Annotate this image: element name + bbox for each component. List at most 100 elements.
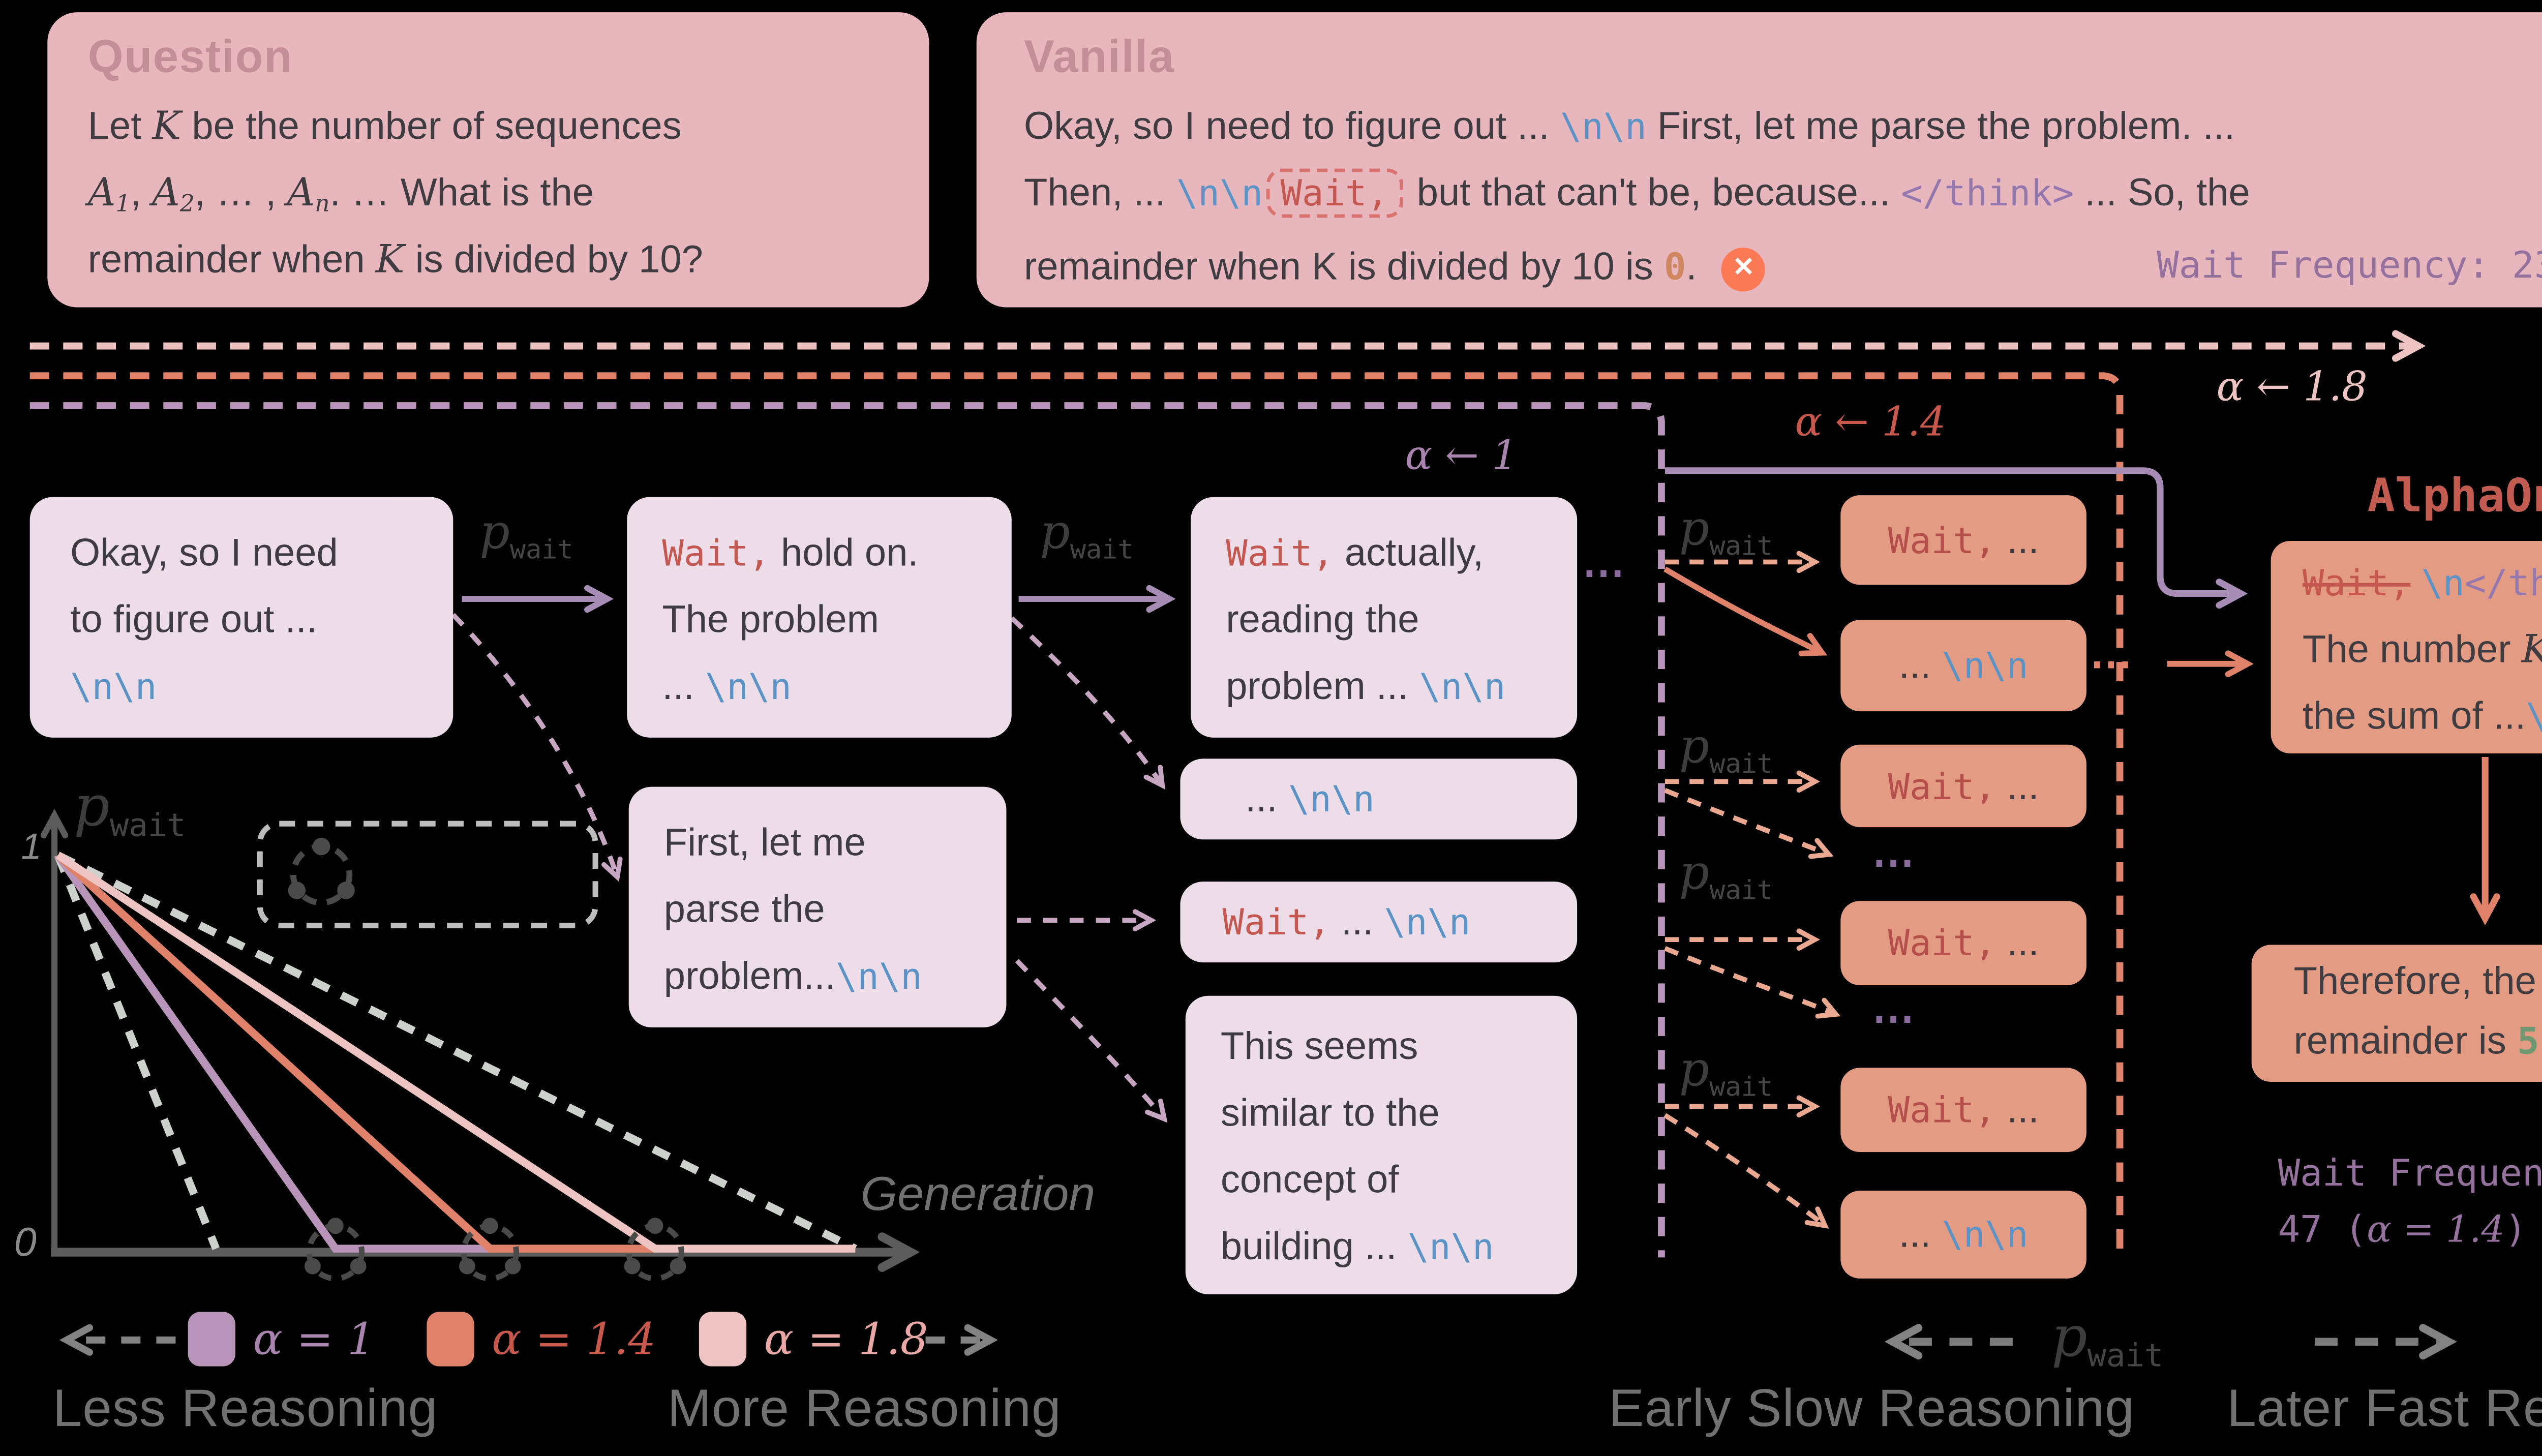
- arrow-pwait-s2-solid: [1663, 566, 1820, 651]
- arrow-box2-box5: [1010, 616, 1161, 783]
- alphaone-box-line2: The number K is: [2302, 627, 2542, 673]
- question-title: Question: [87, 29, 293, 83]
- column-arrows: [1663, 467, 2485, 1224]
- alpha-1-dashed-line: [29, 402, 1665, 1258]
- pwait-bottom-label: pwait: [2051, 1303, 2164, 1375]
- result-wait-frequency-value: 47 (α = 1.4): [2278, 1208, 2527, 1251]
- arrow-switch-alphaone: [1665, 467, 2237, 594]
- alpha-1.4-dashed-line: [29, 372, 2124, 1258]
- model-icon: [305, 1218, 367, 1282]
- flow-box-2-line2: The problem: [662, 597, 880, 641]
- flow-box-3-line1: Wait, actually,: [1226, 530, 1484, 574]
- alphaone-box-line3: the sum of ...\n\n: [2302, 693, 2542, 738]
- vanilla-title: Vanilla: [1023, 29, 1175, 83]
- alphaone-box-line1: Wait, \n</think>: [2302, 562, 2542, 604]
- vanilla-line-3: remainder when K is divided by 10 is 0. …: [1024, 233, 1766, 300]
- flow-box-2-line3: ... \n\n: [662, 663, 792, 708]
- model-icon: [624, 1218, 686, 1282]
- legend-swatch-alpha18: [699, 1312, 747, 1367]
- salmon-box-6-text: ... \n\n: [1898, 1211, 2029, 1256]
- salmon-box-4: Wait, ...: [1840, 901, 2086, 985]
- ytick-0: 0: [14, 1219, 37, 1265]
- vanilla-line-3-text: remainder when K is divided by 10 is 0.: [1023, 244, 1697, 288]
- salmon-box-2: ... \n\n: [1840, 620, 2086, 712]
- flow-box-7-line3: concept of: [1220, 1157, 1399, 1201]
- arrow-box1-box4: [451, 613, 616, 874]
- question-line-2: A1, A2, … , An. … What is the: [87, 170, 594, 219]
- reference-line-shallow: [56, 852, 857, 1253]
- flow-box-7-line4: building ... \n\n: [1220, 1224, 1494, 1268]
- reference-line-steep: [54, 854, 220, 1251]
- error-cross-icon: ✕: [1721, 247, 1766, 291]
- flow-box-7-line1: This seems: [1220, 1023, 1418, 1068]
- flow-box-2-line1: Wait, hold on.: [662, 530, 919, 574]
- flow-box-1-line3: \n\n: [70, 665, 157, 708]
- flow-box-1: Okay, so I need to figure out ... \n\n: [29, 497, 453, 738]
- flow-box-4: First, let me parse the problem...\n\n: [628, 786, 1007, 1027]
- line-alpha-1.4: [55, 852, 659, 1253]
- legend-label-alpha14: α = 1.4: [492, 1313, 656, 1365]
- vanilla-card: Vanilla Okay, so I need to figure out ..…: [976, 12, 2542, 308]
- pwait-label: pwait: [479, 505, 573, 566]
- arrow-pwait-s6: [1663, 1113, 1823, 1224]
- xaxis-label: Generation: [860, 1168, 1096, 1221]
- model-legend-box: [257, 821, 598, 929]
- vanilla-line-1: Okay, so I need to figure out ... \n\n F…: [1023, 103, 2235, 148]
- therefore-box: Therefore, the remainder is 5. ✓: [2251, 945, 2542, 1082]
- question-line-3: remainder when K is divided by 10?: [87, 237, 703, 283]
- arrow-pwait-dots1: [1664, 788, 1827, 854]
- salmon-box-1-text: Wait, ...: [1888, 517, 2039, 561]
- caption-later-fast-reasoning: Later Fast Reasoning: [2227, 1380, 2542, 1439]
- ellipsis-dots: ⋯: [2090, 641, 2139, 689]
- therefore-line1: Therefore, the: [2293, 959, 2536, 1003]
- flow-box-1-line2: to figure out ...: [70, 597, 318, 641]
- flow-box-6-text: Wait, ... \n\n: [1222, 899, 1471, 944]
- salmon-box-5: Wait, ...: [1840, 1068, 2086, 1152]
- flow-arrows: [451, 599, 1166, 1117]
- salmon-box-2-text: ... \n\n: [1898, 643, 2029, 687]
- legend-label-alpha1: α = 1: [253, 1313, 376, 1365]
- flow-box-7-line2: similar to the: [1220, 1090, 1440, 1135]
- flow-box-6: Wait, ... \n\n: [1180, 882, 1578, 963]
- model-icon: [288, 837, 355, 906]
- salmon-box-5-text: Wait, ...: [1888, 1087, 2039, 1131]
- flow-box-7: This seems similar to the concept of bui…: [1185, 995, 1578, 1294]
- question-card: Question Let K be the number of sequence…: [47, 12, 929, 308]
- salmon-box-3: Wait, ...: [1840, 744, 2086, 828]
- alphaone-box: Wait, \n</think> The number K is the sum…: [2271, 540, 2542, 753]
- pwait-label: pwait: [1040, 505, 1134, 566]
- pwait-label: pwait: [1679, 1043, 1773, 1103]
- flow-box-4-line3: problem...\n\n: [663, 953, 922, 998]
- vanilla-wait-frequency: Wait Frequency: 23: [2157, 244, 2542, 287]
- alpha-1.4-label: α ← 1.4: [1795, 400, 1946, 446]
- question-line-1: Let K be the number of sequences: [87, 103, 682, 149]
- ellipsis-dots: ⋯: [1582, 550, 1632, 597]
- pwait-plot: [51, 818, 987, 1340]
- therefore-line2: remainder is 5.: [2293, 1018, 2542, 1063]
- salmon-box-3-text: Wait, ...: [1888, 763, 2039, 807]
- arrow-pwait-dots2: [1664, 946, 1834, 1013]
- flow-box-1-line1: Okay, so I need: [70, 530, 338, 574]
- ellipsis-dots: ⋯: [1872, 839, 1922, 887]
- pwait-label: pwait: [1679, 846, 1773, 906]
- alpha-schedule-lines: [29, 346, 2415, 1258]
- arrow-box4-box7: [1015, 959, 1163, 1117]
- alpha-1-label: α ← 1: [1405, 434, 1518, 480]
- pwait-axis-label: pwait: [74, 772, 186, 845]
- salmon-box-1: Wait, ...: [1840, 495, 2086, 585]
- line-alpha-1: [54, 853, 496, 1253]
- flow-box-3-line3: problem ... \n\n: [1226, 663, 1506, 708]
- legend-swatch-alpha1: [188, 1312, 235, 1367]
- flow-box-4-line1: First, let me: [663, 820, 866, 864]
- flow-box-5: ... \n\n: [1180, 759, 1578, 840]
- pwait-label: pwait: [1679, 720, 1773, 780]
- line-alpha-1.8: [55, 852, 856, 1253]
- flow-box-2: Wait, hold on. The problem ... \n\n: [627, 497, 1012, 738]
- flow-box-3: Wait, actually, reading the problem ... …: [1191, 497, 1578, 738]
- salmon-box-4-text: Wait, ...: [1888, 920, 2039, 964]
- model-icon: [459, 1218, 521, 1282]
- flow-box-5-text: ... \n\n: [1245, 776, 1375, 821]
